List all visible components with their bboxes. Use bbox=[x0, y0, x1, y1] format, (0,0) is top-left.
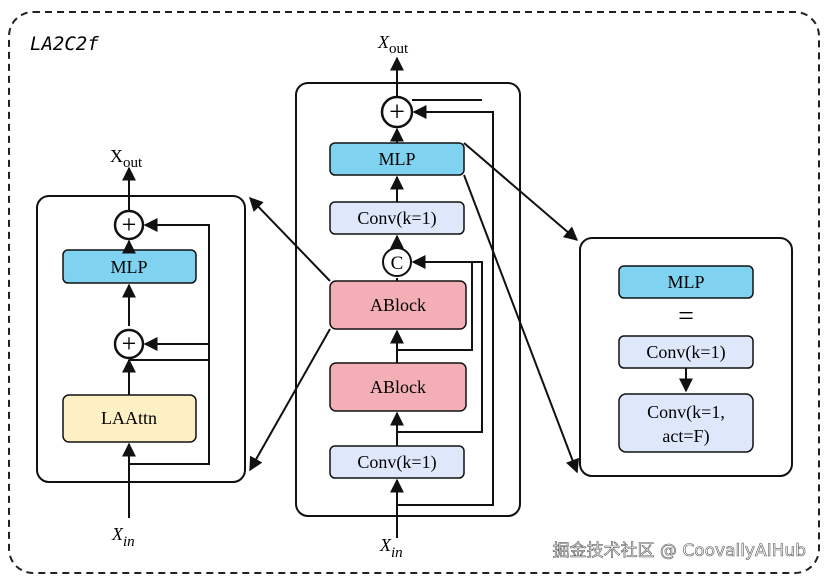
center-out-label: Xout bbox=[377, 32, 409, 57]
right-mlp-label: MLP bbox=[667, 272, 704, 292]
ablock-to-left-bottom-arrow bbox=[249, 328, 331, 472]
center-add-symbol: + bbox=[389, 97, 405, 128]
center-conv-top-label: Conv(k=1) bbox=[357, 208, 436, 229]
left-add-symbol-top: + bbox=[122, 210, 137, 239]
left-skip-inner bbox=[129, 218, 210, 361]
mlp-to-right-top-arrow bbox=[463, 142, 579, 241]
center-ablock-bottom-label: ABlock bbox=[370, 377, 426, 397]
right-conv1-label: Conv(k=1) bbox=[646, 342, 725, 363]
center-ablock-top-label: ABlock bbox=[370, 295, 426, 315]
left-skip-outer bbox=[129, 337, 210, 465]
left-out-label: Xout bbox=[110, 146, 143, 171]
right-equals-sign: = bbox=[678, 301, 694, 332]
center-conv-bottom-label: Conv(k=1) bbox=[357, 452, 436, 473]
center-in-label: Xin bbox=[379, 535, 403, 561]
mlp-to-right-bottom-arrow bbox=[463, 174, 580, 474]
left-add-symbol-bottom: + bbox=[122, 329, 137, 358]
center-mlp-label: MLP bbox=[378, 149, 415, 169]
left-add-node-bottom bbox=[113, 328, 145, 360]
left-mlp-label: MLP bbox=[110, 257, 147, 277]
right-conv2-label-line1: Conv(k=1, bbox=[647, 402, 725, 423]
watermark-text: 掘金技术社区 @ CoovallyAIHub bbox=[553, 541, 806, 561]
right-conv2-label-line2: act=F) bbox=[662, 426, 709, 447]
right-conv2-box bbox=[618, 393, 754, 453]
diagram-title: LA2C2f bbox=[30, 33, 99, 55]
center-skip-conv bbox=[397, 255, 483, 433]
center-concat-symbol: C bbox=[391, 253, 404, 274]
left-laattn-label: LAAttn bbox=[101, 408, 157, 428]
left-in-label: Xin bbox=[111, 524, 135, 550]
center-skip-residual bbox=[397, 105, 494, 506]
right-mlp-box bbox=[618, 265, 754, 299]
center-add-node bbox=[380, 95, 414, 129]
outer-dashed-frame bbox=[8, 11, 820, 574]
center-skip-ablock1 bbox=[397, 262, 473, 351]
left-add-node-top bbox=[113, 209, 145, 241]
ablock-to-left-top-arrow bbox=[249, 196, 331, 282]
